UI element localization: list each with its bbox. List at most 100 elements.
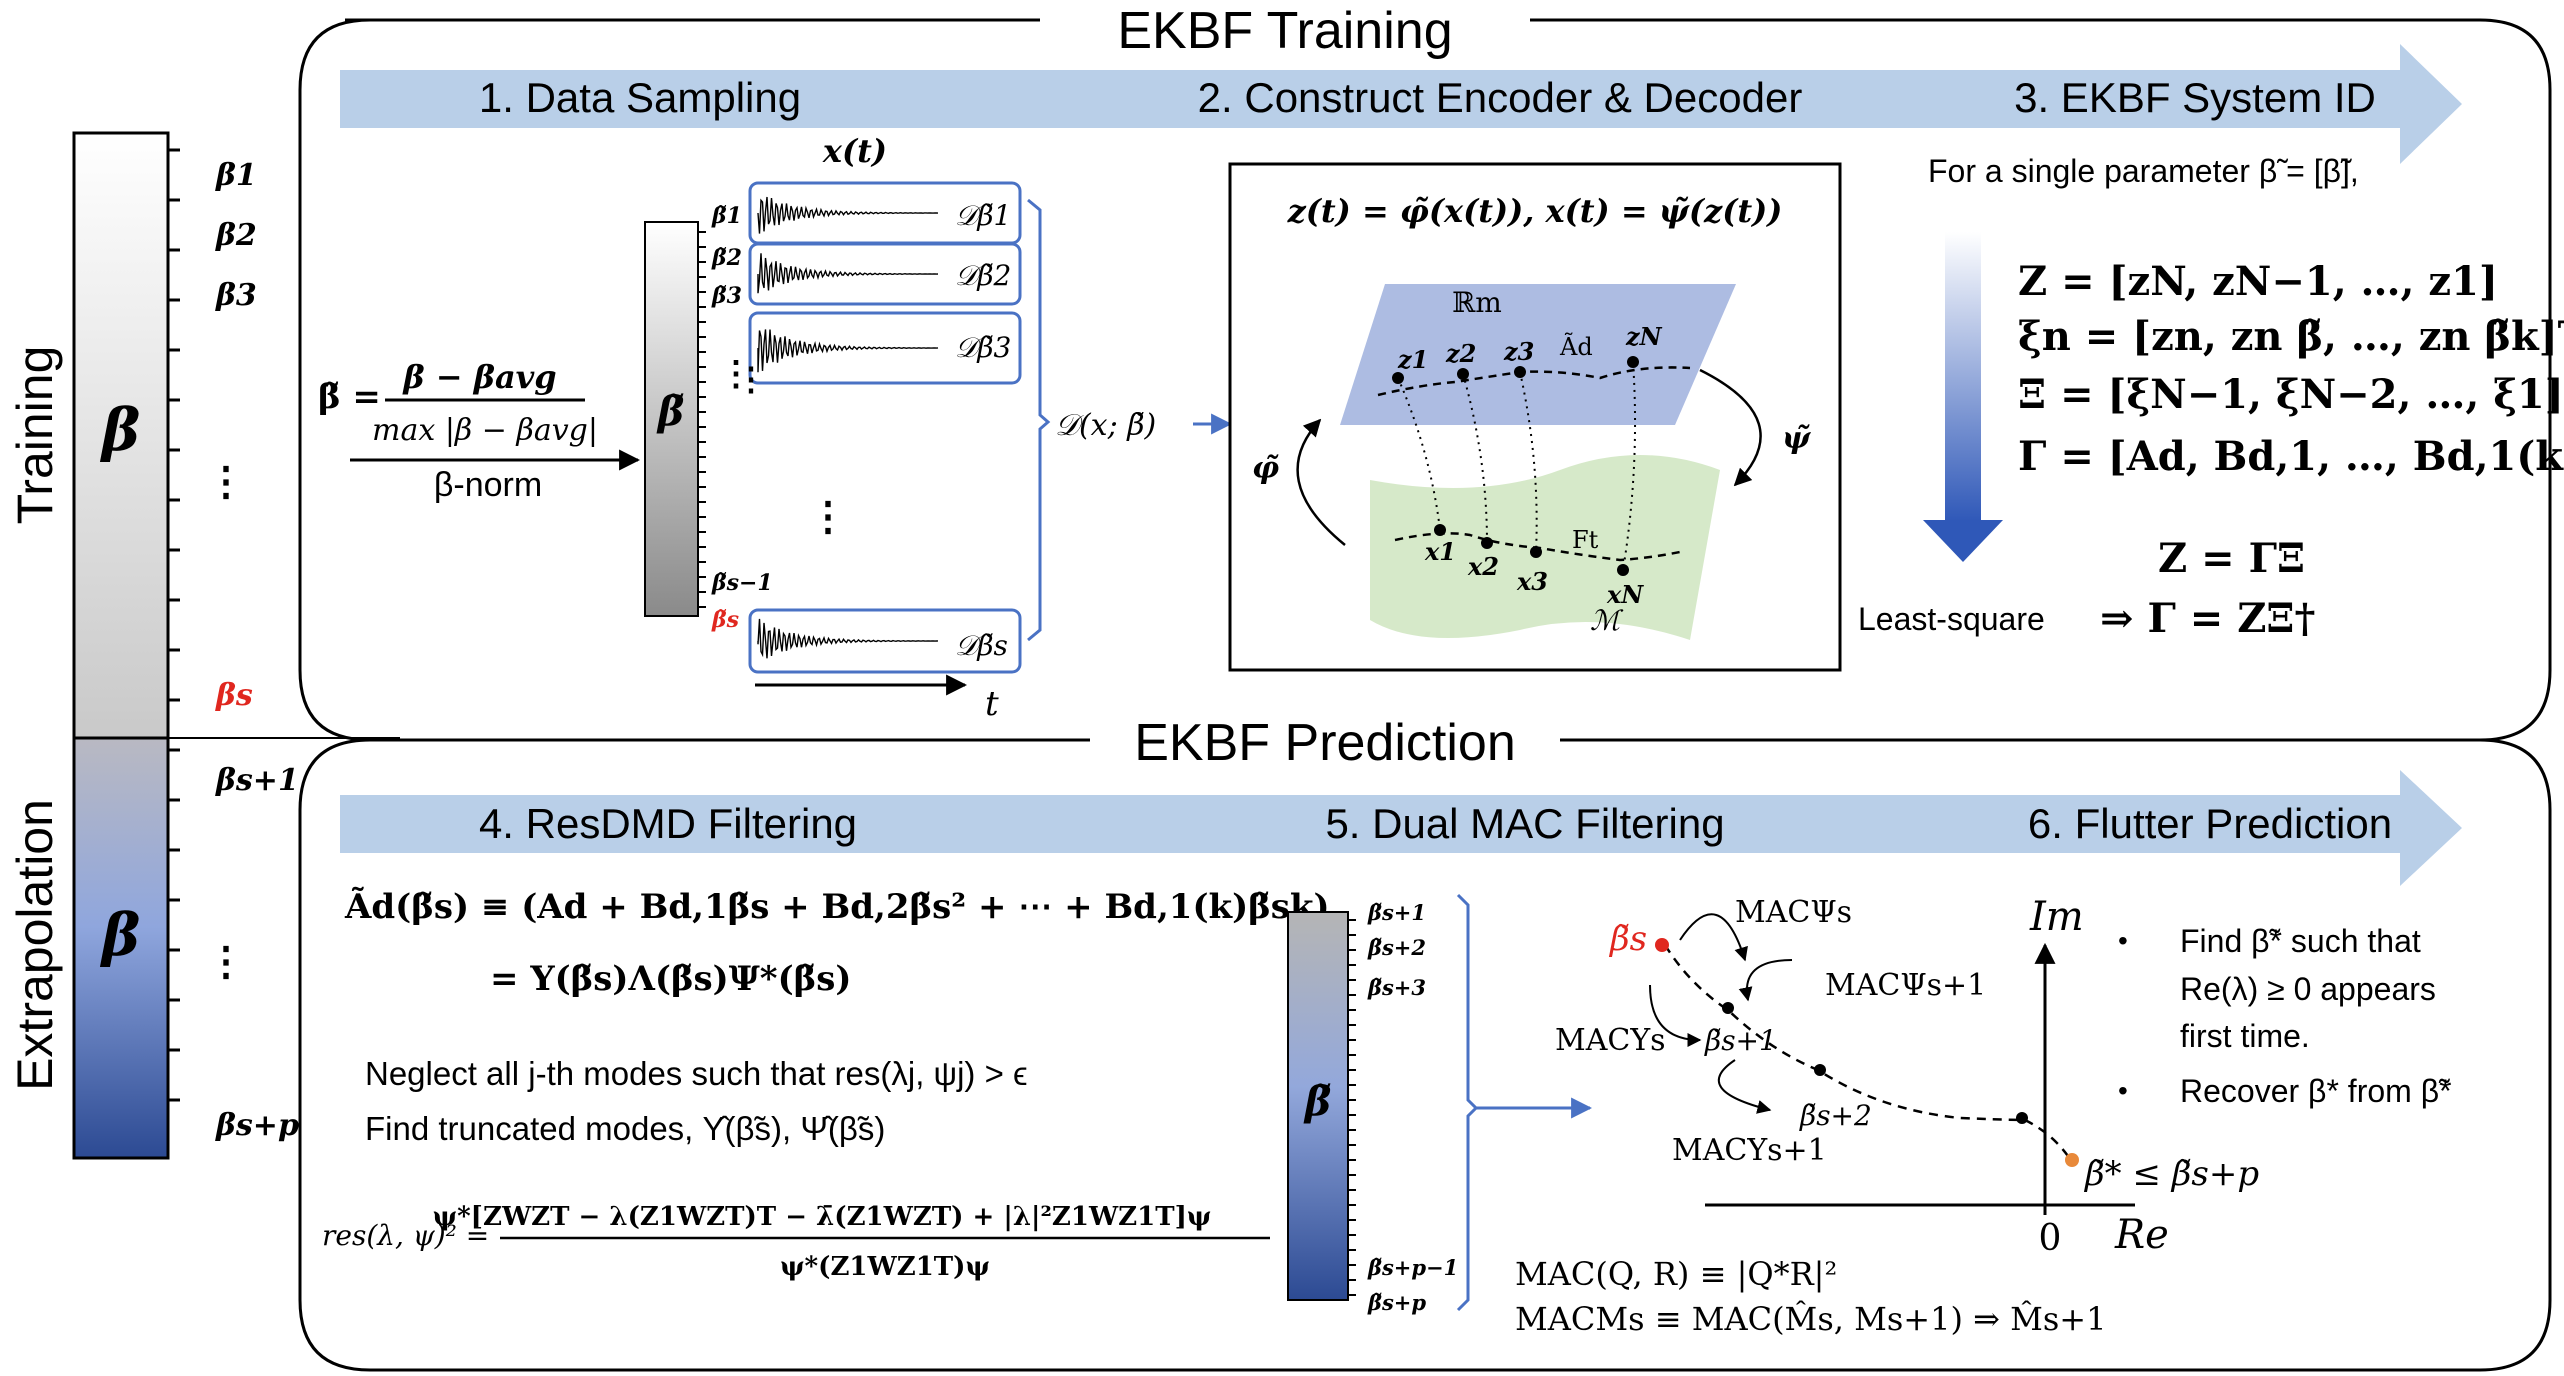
step-3-label: 3. EKBF System ID: [2014, 74, 2376, 121]
mac-psi-s1: MACΨs+1: [1825, 968, 1986, 1003]
resdmd-neglect: Neglect all j-th modes such that res(λj,…: [365, 1055, 1028, 1092]
latent-point: [1457, 368, 1469, 380]
latent-point: [1514, 366, 1526, 378]
bullet-2-marker: •: [2118, 1075, 2128, 1106]
dataset-bracket: [1027, 198, 1051, 642]
node-label-s2: β̃s+2: [1799, 1099, 1872, 1132]
manifold-point: [1481, 537, 1493, 549]
signal-waveform: [757, 253, 939, 294]
bullet-1-line-a: Find β̃* such that: [2180, 923, 2421, 959]
z2-label: z2: [1445, 339, 1476, 368]
sysid-eq-Gamma: Γ = [Ad, Bd,1, …, Bd,1(k)]: [2018, 433, 2564, 480]
step-2-label: 2. Construct Encoder & Decoder: [1198, 74, 1803, 121]
zN-label: zN: [1625, 322, 1663, 351]
dataset-label-2: 𝒟β̃2: [955, 259, 1011, 292]
encoder-links: [1392, 356, 1639, 576]
norm-numerator: β − βavg: [402, 358, 556, 396]
beta-2-label: β2: [215, 218, 257, 253]
x1-label: x1: [1424, 537, 1456, 566]
node-label-s: β̃s: [1608, 919, 1647, 959]
mac-arc-arrow: [1717, 1059, 1772, 1114]
mac-def-2: MACMs ≡ MAC(M̂s, Ms+1) ⇒ M̂s+1: [1515, 1300, 2106, 1338]
sysid-intro: For a single parameter β̃ = [β̃],: [1928, 153, 2359, 189]
latent-space-label: ℝm: [1452, 286, 1502, 319]
side-label-extrapolation: Extrapolation: [7, 799, 63, 1091]
encoder-link: [1622, 361, 1637, 571]
signal-label: x(t): [822, 132, 887, 170]
sysid-eq-xi: ξn = [zn, zn β̃, …, zn β̃k]T: [2018, 313, 2564, 360]
encoder-equation: z(t) = φ̃(x(t)), x(t) = ψ̃(z(t)): [1287, 192, 1783, 230]
z1-label: z1: [1397, 345, 1428, 374]
bullet-1-line-b: Re(λ) ≥ 0 appears: [2180, 971, 2436, 1007]
encoder-arrow: [1296, 418, 1346, 546]
beta-star-label: β̃* ≤ β̃s+p: [2083, 1154, 2259, 1194]
prediction-steps-arrow: [340, 770, 2462, 886]
training-title: EKBF Training: [1117, 2, 1452, 60]
manifold-point: [1434, 524, 1446, 536]
node-beta-s2: [1814, 1064, 1826, 1076]
dataset-label-s: 𝒟β̃s: [955, 629, 1008, 662]
manifold-point: [1530, 546, 1542, 558]
time-axis-label: t: [985, 684, 999, 724]
encoder-link: [1519, 371, 1538, 553]
step-4-label: 4. ResDMD Filtering: [479, 800, 857, 847]
manifold-point: [1617, 564, 1629, 576]
x3-label: x3: [1516, 567, 1548, 596]
mac-bar-label-3: β̃s+3: [1367, 975, 1426, 1000]
im-axis-label: Im: [2029, 894, 2084, 940]
node-beta-star: [2065, 1153, 2079, 1167]
prediction-title: EKBF Prediction: [1134, 714, 1516, 772]
sampled-beta-s: β̃s: [711, 607, 739, 633]
mac-bar-label-5: β̃s+p: [1367, 1290, 1426, 1315]
step-1-label: 1. Data Sampling: [479, 74, 801, 121]
beta-1-label: β1: [215, 158, 257, 193]
sysid-gradient-arrow-head: [1923, 520, 2003, 562]
signal-dots-h: ⋮: [735, 361, 767, 397]
mac-bar-label-4: β̃s+p−1: [1367, 1255, 1458, 1280]
sysid-gradient-arrow-shaft: [1945, 232, 1981, 522]
mac-psi-s: MACΨs: [1735, 895, 1852, 930]
node-label-s1: β̃s+1: [1704, 1024, 1777, 1057]
signal-boxes: [748, 181, 1022, 674]
manifold-surface: [1370, 455, 1720, 640]
norm-denominator: max |β − βavg|: [372, 413, 598, 448]
mac-beta-bar: [1287, 911, 1349, 1301]
signal-waveform: [757, 329, 939, 373]
prediction-panel: EKBF Prediction 4. ResDMD Filtering 5. D…: [298, 712, 2552, 1372]
bullet-1-line-c: first time.: [2180, 1018, 2310, 1054]
mac-bar-label-2: β̃s+2: [1367, 935, 1426, 960]
resdmd-truncated: Find truncated modes, Υ̂(β̃s), Ψ̂(β̃s): [365, 1110, 885, 1147]
res-lhs: res(λ, ψ)² =: [322, 1219, 489, 1252]
signal-waveform: [757, 196, 939, 234]
node-beta-s1: [1722, 1002, 1734, 1014]
training-steps-arrow: [340, 44, 2462, 164]
xN-label: xN: [1606, 580, 1644, 609]
manifold-label: ℳ: [1590, 604, 1624, 637]
sysid-eq-Z: Z = [zN, zN−1, …, z1]: [2018, 258, 2498, 305]
mac-ups-s: MACΥs: [1555, 1023, 1666, 1058]
mac-arc-arrow: [1649, 984, 1702, 1047]
sampled-beta-s-1: β̃s−1: [711, 570, 773, 596]
sampled-beta-1: β̃1: [711, 203, 742, 229]
mac-def-1: MAC(Q, R) ≡ |Q*R|²: [1515, 1255, 1837, 1293]
beta-dots-extrap: ⋮: [206, 940, 246, 984]
least-square-label: Least-square: [1858, 601, 2045, 637]
flutter-plot: [1649, 913, 2135, 1215]
mac-bar-symbol: β̃: [1303, 1078, 1332, 1125]
mac-arc-arrow: [1738, 959, 1793, 1002]
mac-bracket: [1456, 893, 1479, 1312]
latent-point: [1627, 356, 1639, 368]
sampled-bar-symbol: β̃: [656, 388, 685, 435]
dataset-all-label: 𝒟(x; β̃): [1055, 408, 1156, 443]
A-label: Ãd: [1559, 332, 1593, 361]
signal-dots-v: ⋮: [808, 495, 848, 539]
step-5-label: 5. Dual MAC Filtering: [1325, 800, 1724, 847]
bullet-2-line: Recover β* from β̃*: [2180, 1073, 2452, 1109]
dataset-label-3: 𝒟β̃3: [955, 331, 1011, 364]
parameter-bar: β β β1 β2 β3 ⋮ βs βs+1 ⋮ βs+p: [72, 131, 400, 1160]
node-beta-s: [1655, 938, 1669, 952]
parameter-bar-symbol-train: β: [100, 396, 141, 464]
sampled-beta-bar-ticks: [698, 231, 706, 608]
res-numerator: ψ*[ZWZT − λ(Z1WZT)T − λ̄(Z1WZT) + |λ|²Z1…: [433, 1202, 1212, 1232]
psi-label: ψ̃: [1782, 421, 1812, 456]
